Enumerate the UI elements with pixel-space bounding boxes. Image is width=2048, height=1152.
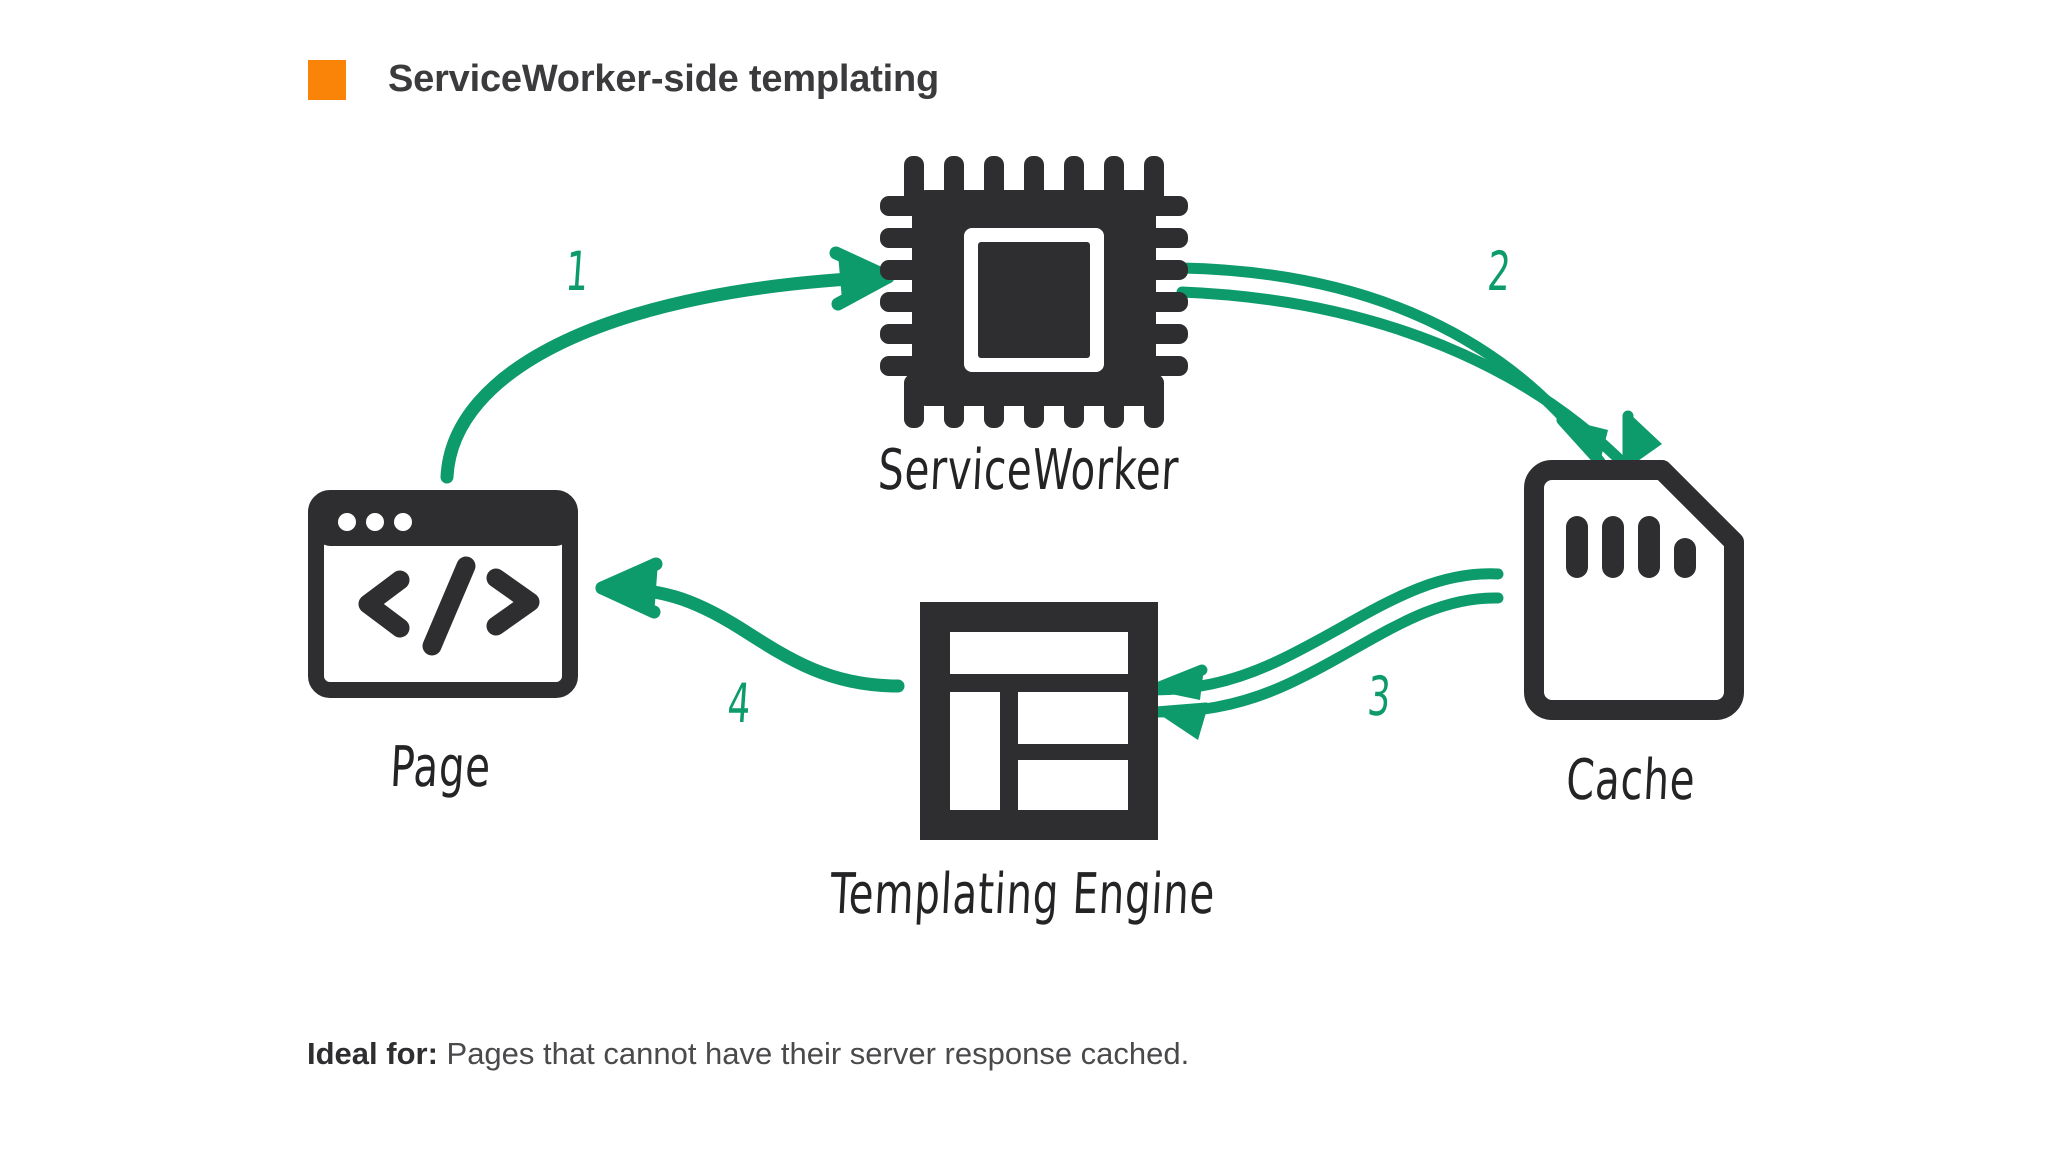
window-dot <box>366 513 384 531</box>
sd-contact-pin <box>1638 516 1660 578</box>
sd-contact-pin <box>1602 516 1624 578</box>
node-page-icon <box>308 490 578 698</box>
footer-description: Pages that cannot have their server resp… <box>437 1036 1190 1071</box>
header: ServiceWorker-side templating <box>308 58 939 101</box>
step-number-3: 3 <box>1365 665 1393 728</box>
sd-contact-pin <box>1566 516 1588 578</box>
node-label-cache: Cache <box>1564 748 1697 813</box>
node-label-templating-engine: Templating Engine <box>828 862 1217 927</box>
footer-caption: Ideal for: Pages that cannot have their … <box>307 1036 1189 1072</box>
edge-1-page-to-serviceworker <box>440 246 895 484</box>
node-label-serviceworker: ServiceWorker <box>876 438 1181 503</box>
step-number-4: 4 <box>725 672 753 735</box>
orange-square-bullet-icon <box>308 59 346 100</box>
edge-2-serviceworker-to-cache <box>1176 262 1662 474</box>
edge-4-templating-to-page <box>595 557 905 693</box>
footer-lead-label: Ideal for: <box>307 1036 438 1071</box>
window-dot <box>338 513 356 531</box>
step-number-2: 2 <box>1485 240 1513 303</box>
page-title: ServiceWorker-side templating <box>388 58 940 100</box>
node-cache-icon <box>1524 460 1744 720</box>
edge-3-cache-to-templating <box>1146 568 1504 740</box>
node-templating-engine-icon <box>920 602 1158 840</box>
sd-contact-pin <box>1674 538 1696 578</box>
node-serviceworker-icon <box>880 156 1188 428</box>
window-dot <box>394 513 412 531</box>
node-label-page: Page <box>388 735 493 800</box>
step-number-1: 1 <box>563 240 591 303</box>
